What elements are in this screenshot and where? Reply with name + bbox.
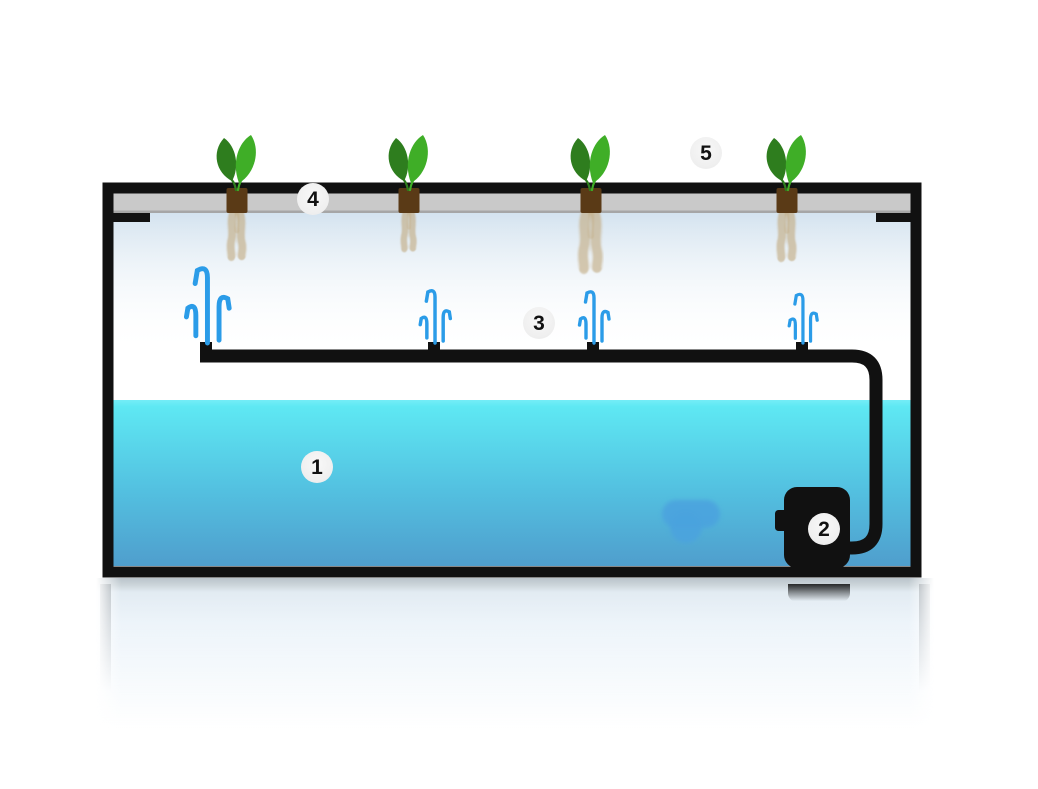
- seedling-icon-2: [387, 133, 429, 192]
- plant-1: [215, 133, 257, 213]
- label-badge-pump: 2: [808, 513, 840, 545]
- water-body: [113, 400, 912, 566]
- reflection-left-wall: [100, 584, 111, 704]
- reflection-right-wall: [919, 584, 930, 704]
- plant-3: [569, 133, 611, 213]
- tank-frame: [102, 182, 922, 578]
- seedling-icon-4: [765, 133, 807, 192]
- grow-plug-4: [776, 188, 798, 213]
- tank-reflection: [96, 578, 934, 748]
- seedling-icon-3: [569, 133, 611, 192]
- pipe-nozzle-3: [587, 342, 599, 352]
- seedling-icon-1: [215, 133, 257, 192]
- label-badge-lid: 4: [297, 183, 329, 215]
- grow-plug-2: [398, 188, 420, 213]
- reflection-pump: [788, 584, 850, 602]
- label-badge-reservoir: 1: [301, 451, 333, 483]
- label-badge-manifold: 3: [523, 307, 555, 339]
- pipe-nozzle-1: [200, 342, 212, 352]
- supply-pipe: [200, 349, 883, 555]
- grow-plug-3: [580, 188, 602, 213]
- pipe-nozzle-4: [796, 342, 808, 352]
- pipe-nozzle-2: [428, 342, 440, 352]
- plant-4: [765, 133, 807, 213]
- grow-plug-1: [226, 188, 248, 213]
- lid-bracket-left: [113, 213, 150, 222]
- lid-bracket-right: [876, 213, 912, 222]
- water-shadow-blob: [662, 500, 720, 543]
- lid-bottom-edge: [113, 210, 912, 213]
- label-badge-plants: 5: [690, 137, 722, 169]
- plant-2: [387, 133, 429, 213]
